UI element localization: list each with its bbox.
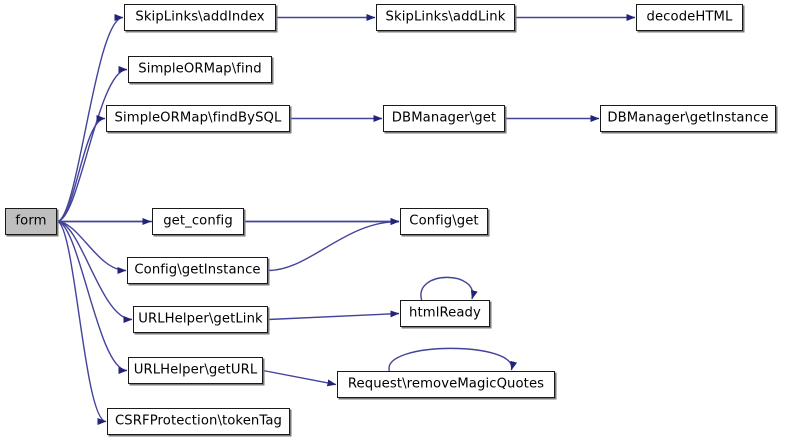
edge-form-to-find <box>56 66 128 223</box>
graph-node-findBySQL[interactable]: SimpleORMap\findBySQL <box>106 105 290 132</box>
graph-node-label: Config\get <box>409 213 479 229</box>
graph-node-getLink[interactable]: URLHelper\getLink <box>133 306 268 333</box>
edge-getLink-to-htmlReady <box>267 310 400 321</box>
graph-node-htmlReady[interactable]: htmlReady <box>400 300 490 327</box>
edge-form-to-getLink <box>56 220 133 323</box>
edge-form-to-tokenTag <box>56 220 107 425</box>
graph-node-addIndex[interactable]: SkipLinks\addIndex <box>124 4 276 31</box>
graph-node-label: URLHelper\getLink <box>138 311 263 327</box>
edge-form-to-getURL <box>56 220 128 374</box>
graph-node-label: CSRFProtection\tokenTag <box>115 413 282 429</box>
graph-node-dbgetinstance[interactable]: DBManager\getInstance <box>600 105 776 132</box>
graph-node-getURL[interactable]: URLHelper\getURL <box>128 357 263 384</box>
graph-node-label: SkipLinks\addIndex <box>135 9 265 25</box>
edge-removeMagic-to-removeMagic <box>388 347 518 372</box>
graph-node-label: URLHelper\getURL <box>133 362 258 378</box>
graph-node-decodeHTML[interactable]: decodeHTML <box>636 4 743 31</box>
graph-node-label: decodeHTML <box>646 9 733 25</box>
graph-node-dbget[interactable]: DBManager\get <box>383 105 505 132</box>
graph-node-label: SkipLinks\addLink <box>385 9 506 25</box>
graph-node-label: SimpleORMap\findBySQL <box>114 110 282 126</box>
edge-form-to-configgetinst <box>56 220 127 274</box>
graph-node-label: Request\removeMagicQuotes <box>347 376 545 392</box>
edge-configgetinst-to-configget <box>267 218 400 272</box>
graph-node-configgetinst[interactable]: Config\getInstance <box>127 257 268 284</box>
graph-node-form[interactable]: form <box>5 208 57 235</box>
graph-node-label: DBManager\get <box>391 110 497 126</box>
graph-node-label: DBManager\getInstance <box>607 110 769 126</box>
edge-form-to-findBySQL <box>56 115 106 223</box>
graph-node-label: get_config <box>163 213 233 229</box>
graph-node-addLink[interactable]: SkipLinks\addLink <box>376 4 515 31</box>
graph-node-label: SimpleORMap\find <box>138 61 262 77</box>
edge-getURL-to-removeMagic <box>262 369 337 387</box>
graph-node-configget[interactable]: Config\get <box>400 208 488 235</box>
graph-node-find[interactable]: SimpleORMap\find <box>128 56 272 83</box>
graph-node-get_config[interactable]: get_config <box>152 208 244 235</box>
graph-node-removeMagic[interactable]: Request\removeMagicQuotes <box>337 371 555 398</box>
graph-node-label: form <box>15 213 47 229</box>
graph-node-label: Config\getInstance <box>134 262 261 278</box>
graph-node-label: htmlReady <box>409 305 481 321</box>
graph-node-tokenTag[interactable]: CSRFProtection\tokenTag <box>107 408 290 435</box>
edge-htmlReady-to-htmlReady <box>420 276 478 301</box>
